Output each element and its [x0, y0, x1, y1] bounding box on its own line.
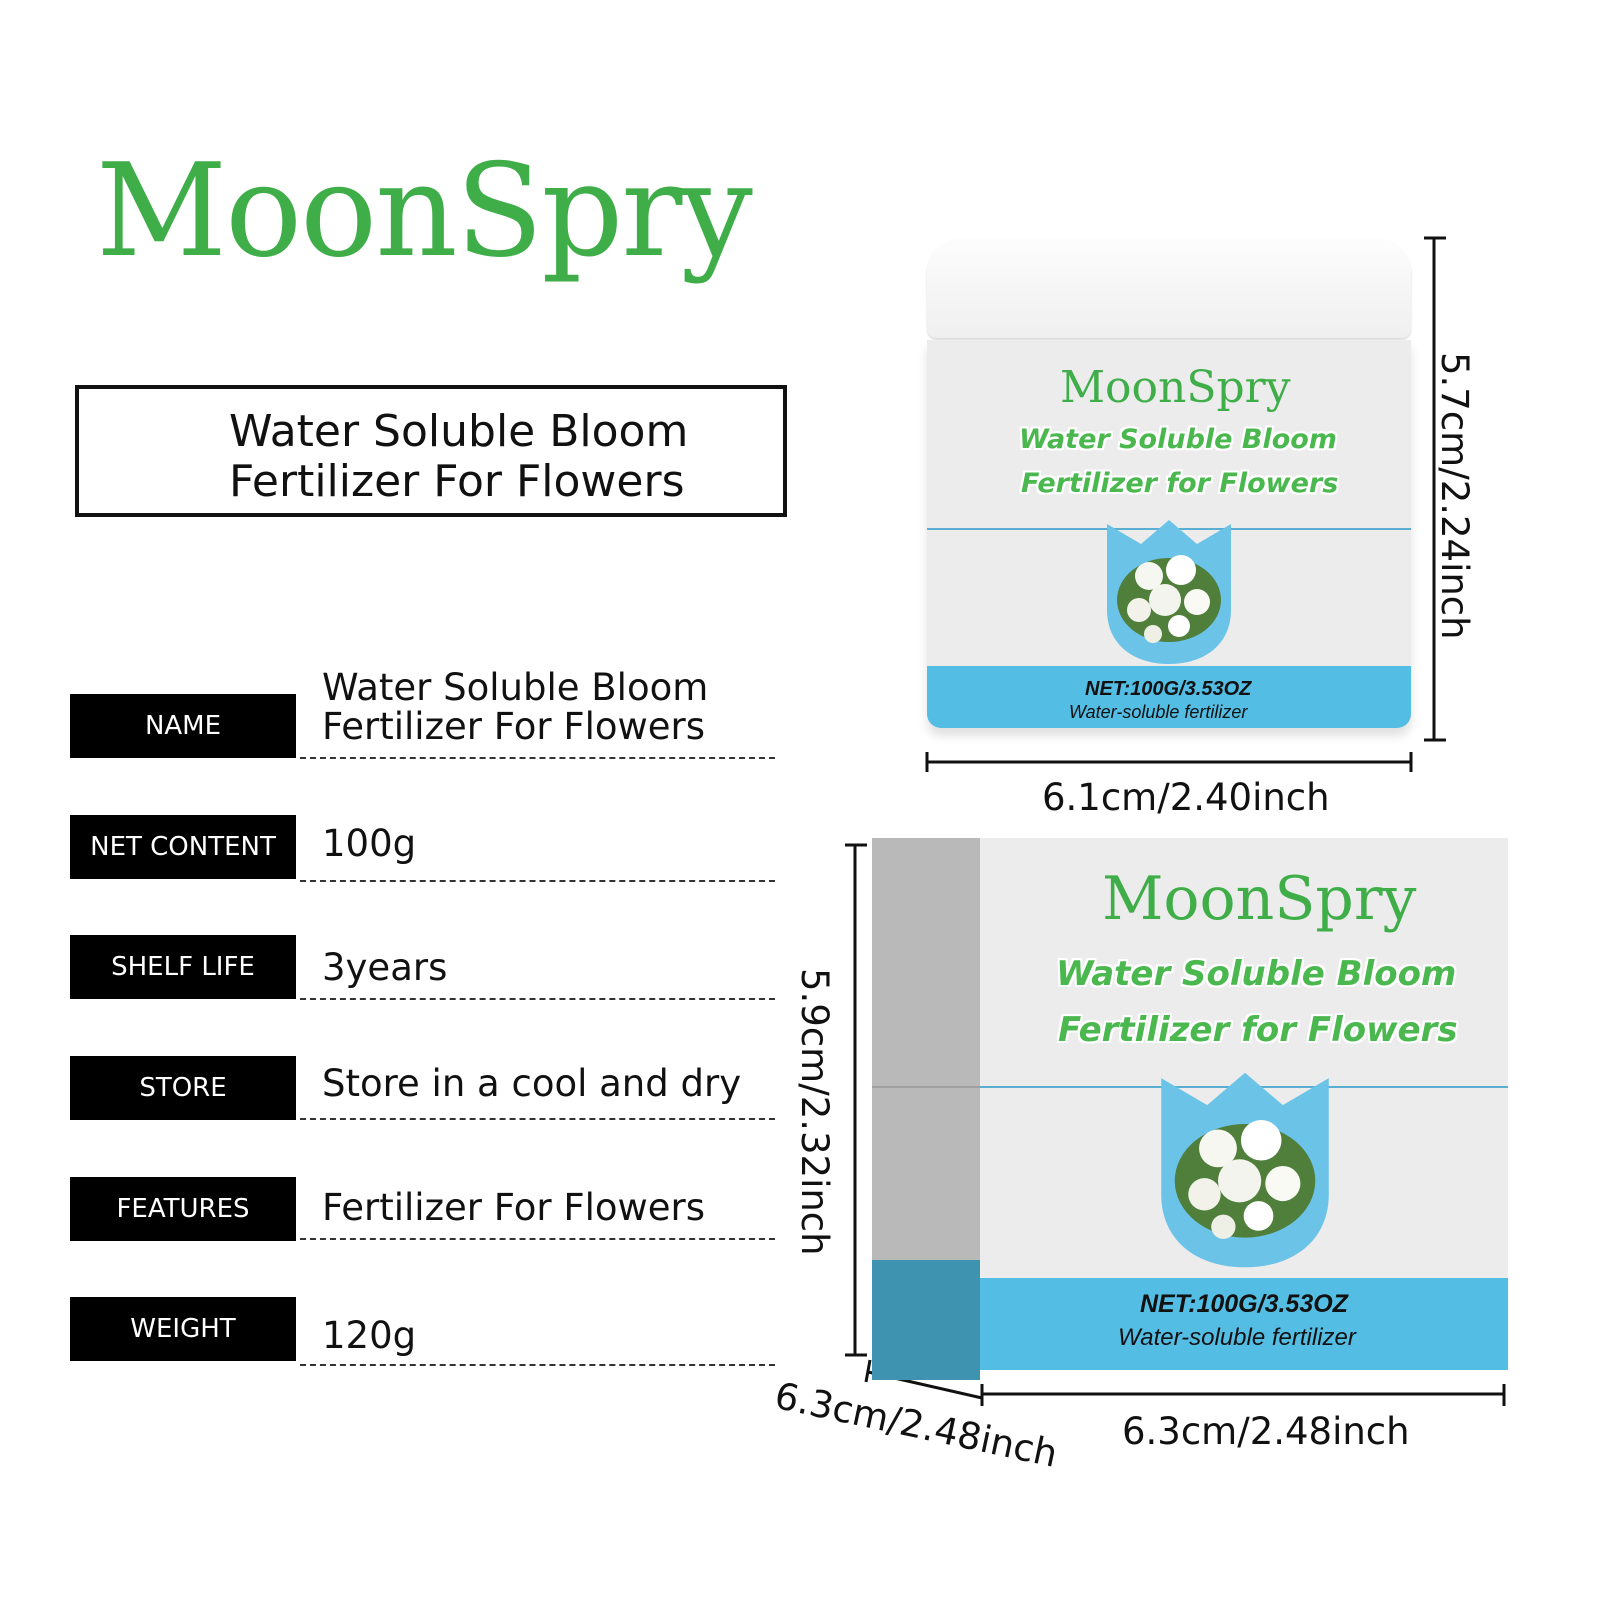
box-width-label: 6.3cm/2.48inch	[1122, 1410, 1410, 1453]
box-front-panel: MoonSpry Water Soluble Bloom Fertilizer …	[980, 838, 1508, 1370]
spec-divider	[300, 757, 775, 759]
spec-label-features: FEATURES	[70, 1177, 296, 1241]
box-height-label: 5.9cm/2.32inch	[793, 968, 836, 1256]
box-title-line1: Water Soluble Bloom	[1056, 954, 1457, 994]
box-net-weight: NET:100G/3.53OZ	[1140, 1290, 1348, 1318]
spec-label-shelf-life: SHELF LIFE	[70, 935, 296, 999]
jar-brand: MoonSpry	[1060, 362, 1291, 413]
spec-value-store: Store in a cool and dry	[322, 1062, 742, 1105]
spec-value-shelf-life: 3years	[322, 946, 448, 989]
spec-value-weight: 120g	[322, 1314, 417, 1357]
spec-value-net-content: 100g	[322, 822, 417, 865]
product-title-box: Water Soluble Bloom Fertilizer For Flowe…	[75, 385, 787, 517]
jar-height-label: 5.7cm/2.24inch	[1433, 352, 1476, 640]
jar-title-line1: Water Soluble Bloom	[1019, 424, 1337, 455]
spec-divider	[300, 1238, 775, 1240]
brand-logo: MoonSpry	[96, 137, 753, 286]
box-label-band: NET:100G/3.53OZ Water-soluble fertilizer	[980, 1278, 1508, 1370]
jar-label-band: NET:100G/3.53OZ Water-soluble fertilizer	[927, 666, 1411, 728]
spec-divider	[300, 1118, 775, 1120]
spec-label-weight: WEIGHT	[70, 1297, 296, 1361]
jar-title-line2: Fertilizer for Flowers	[1021, 468, 1339, 499]
spec-divider	[300, 998, 775, 1000]
spec-divider	[300, 1364, 775, 1366]
spec-value-name-line2: Fertilizer For Flowers	[322, 705, 706, 748]
flower-bouquet-icon	[1107, 520, 1231, 664]
spec-divider	[300, 880, 775, 882]
product-title-line2: Fertilizer For Flowers	[229, 456, 685, 507]
spec-label-net-content: NET CONTENT	[70, 815, 296, 879]
box-side-panel	[872, 838, 980, 1380]
spec-value-features: Fertilizer For Flowers	[322, 1186, 706, 1229]
jar-subtitle: Water-soluble fertilizer	[1069, 702, 1248, 722]
jar-width-label: 6.1cm/2.40inch	[1042, 776, 1330, 819]
jar-lid	[927, 238, 1411, 338]
jar-body: MoonSpry Water Soluble Bloom Fertilizer …	[927, 340, 1411, 728]
box-side-band	[872, 1260, 980, 1380]
product-title-line1: Water Soluble Bloom	[229, 406, 689, 457]
box-title-line2: Fertilizer for Flowers	[1058, 1010, 1458, 1050]
jar-net-weight: NET:100G/3.53OZ	[1085, 678, 1252, 700]
box-subtitle: Water-soluble fertilizer	[1118, 1324, 1356, 1351]
spec-label-store: STORE	[70, 1056, 296, 1120]
box-brand: MoonSpry	[1102, 864, 1417, 934]
flower-bouquet-icon	[1161, 1072, 1329, 1268]
spec-label-name: NAME	[70, 694, 296, 758]
spec-value-name-line1: Water Soluble Bloom	[322, 666, 709, 709]
